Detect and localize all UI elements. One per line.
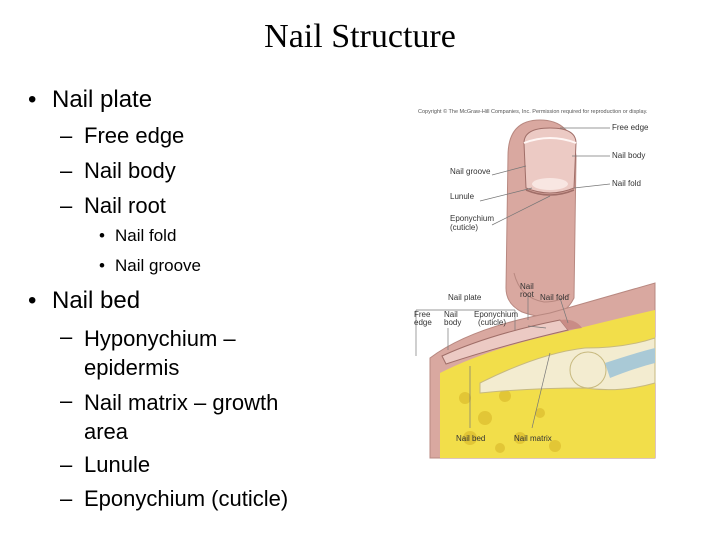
lunule-top: [532, 178, 568, 190]
sub-bullet-nail-body: Nail body: [84, 158, 176, 184]
bullet-nail-bed: Nail bed: [52, 287, 140, 315]
dash-marker: –: [60, 158, 72, 184]
bullet-marker: •: [99, 256, 105, 276]
bullet-marker: •: [28, 86, 36, 114]
label-nail-matrix: Nail matrix: [514, 434, 552, 443]
label-eponychium-2: (cuticle): [478, 318, 506, 327]
dash-marker: –: [60, 193, 72, 219]
label-cuticle-top: (cuticle): [450, 223, 478, 232]
sub-bullet-hyponychium: Hyponychium – epidermis: [84, 324, 236, 382]
nail-anatomy-figure: Copyright © The McGraw-Hill Companies, I…: [410, 98, 675, 468]
label-nail-fold-top: Nail fold: [612, 179, 641, 188]
sub-bullet-nail-matrix-line2: area: [84, 417, 278, 446]
label-nail-body-2: body: [444, 318, 461, 327]
label-nail-plate: Nail plate: [448, 293, 482, 302]
bullet-marker: •: [99, 226, 105, 246]
sub-sub-bullet-nail-fold: Nail fold: [115, 226, 176, 246]
label-nail-groove-top: Nail groove: [450, 167, 491, 176]
sub-bullet-nail-matrix: Nail matrix – growth area: [84, 388, 278, 446]
sub-bullet-nail-root: Nail root: [84, 193, 166, 219]
label-nail-fold-bottom: Nail fold: [540, 293, 569, 302]
copyright-notice: Copyright © The McGraw-Hill Companies, I…: [418, 108, 648, 115]
label-free-edge-top: Free edge: [612, 123, 649, 132]
dash-marker: –: [60, 324, 72, 350]
dash-marker: –: [60, 388, 72, 414]
sub-bullet-hyponychium-line1: Hyponychium –: [84, 324, 236, 353]
label-eponychium-top: Eponychium: [450, 214, 494, 223]
sub-bullet-lunule: Lunule: [84, 452, 150, 478]
dash-marker: –: [60, 452, 72, 478]
sub-bullet-hyponychium-line2: epidermis: [84, 353, 236, 382]
bullet-marker: •: [28, 287, 36, 315]
bullet-list: • Nail plate – Free edge – Nail body – N…: [0, 0, 410, 540]
leader-nail-fold: [574, 184, 610, 188]
label-nail-bed: Nail bed: [456, 434, 485, 443]
joint: [570, 352, 606, 388]
sub-sub-bullet-nail-groove: Nail groove: [115, 256, 201, 276]
label-lunule-top: Lunule: [450, 192, 475, 201]
nail-anatomy-illustration: Copyright © The McGraw-Hill Companies, I…: [410, 98, 675, 468]
dash-marker: –: [60, 123, 72, 149]
label-nail-root-2: root: [520, 290, 535, 299]
sub-bullet-eponychium: Eponychium (cuticle): [84, 486, 288, 512]
sub-bullet-free-edge: Free edge: [84, 123, 184, 149]
label-nail-body-top: Nail body: [612, 151, 645, 160]
dash-marker: –: [60, 486, 72, 512]
bullet-nail-plate: Nail plate: [52, 86, 152, 114]
sub-bullet-nail-matrix-line1: Nail matrix – growth: [84, 388, 278, 417]
label-free-edge-2: edge: [414, 318, 432, 327]
